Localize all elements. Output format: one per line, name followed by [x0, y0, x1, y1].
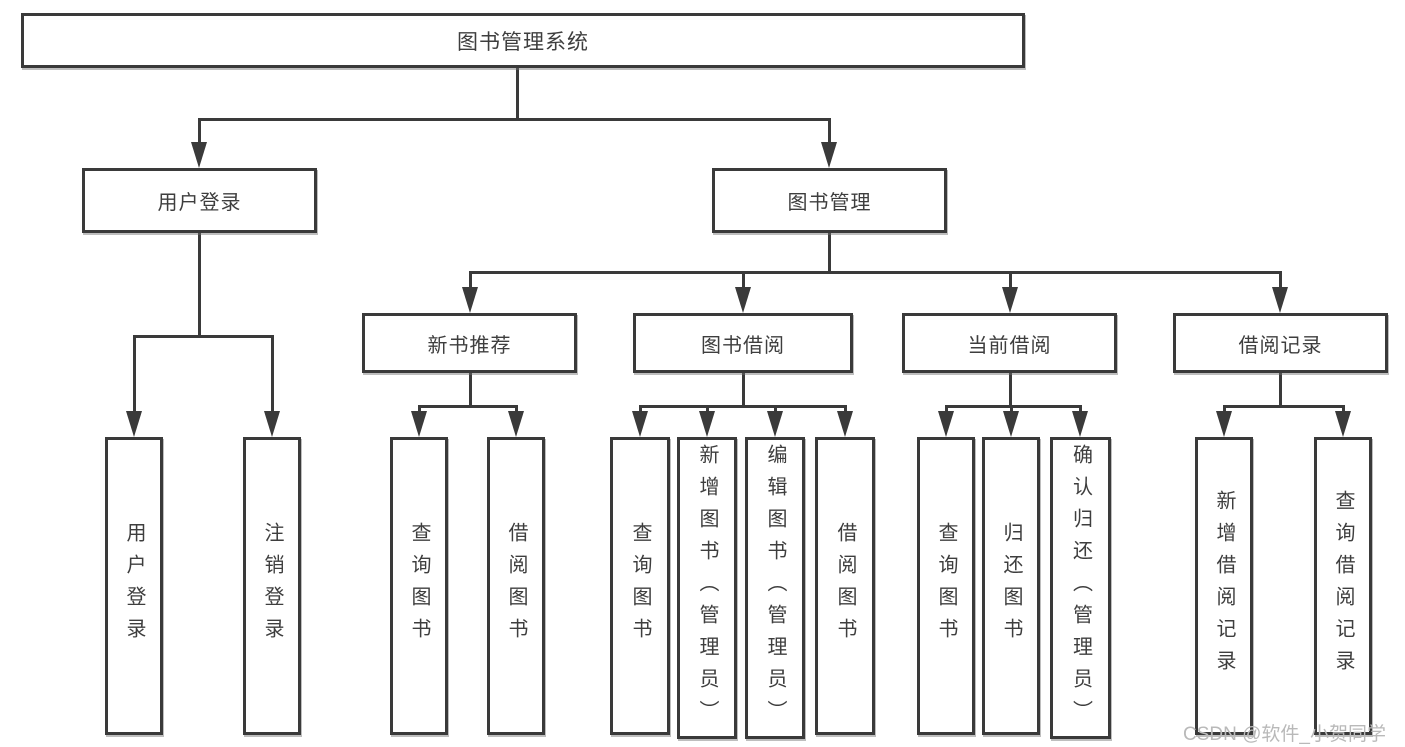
leaf-borrow-books: 借阅图书 [487, 437, 545, 735]
connector-arrow [1072, 411, 1088, 437]
node-borrowing-records: 借阅记录 [1173, 313, 1388, 373]
connector-line [469, 373, 472, 408]
node-book-management-group: 图书管理 [712, 168, 947, 233]
node-label: 注销登录 [261, 522, 283, 650]
connector-arrow [938, 411, 954, 437]
node-label: 图书借阅 [701, 334, 785, 357]
leaf-edit-books-admin: 编辑图书（管理员） [745, 437, 805, 739]
connector-line [198, 233, 201, 338]
connector-line [1342, 405, 1345, 415]
connector-arrow [126, 411, 142, 437]
node-label: 新增借阅记录 [1213, 490, 1235, 682]
connector-line [515, 405, 518, 415]
node-label: 查询图书 [408, 522, 430, 650]
connector-line [1009, 373, 1012, 408]
node-current-borrowing: 当前借阅 [902, 313, 1117, 373]
leaf-query-books: 查询图书 [610, 437, 670, 735]
connector-arrow [264, 411, 280, 437]
leaf-add-borrow-record: 新增借阅记录 [1195, 437, 1253, 735]
node-label: 查询借阅记录 [1332, 490, 1354, 682]
node-label: 图书管理 [787, 192, 872, 214]
node-label: 图书管理系统 [457, 30, 589, 54]
connector-arrow [191, 142, 207, 168]
connector-line [516, 67, 519, 119]
leaf-query-borrow-record: 查询借阅记录 [1314, 437, 1372, 735]
connector-line [1079, 405, 1082, 415]
node-label: 用户登录 [157, 192, 242, 214]
connector-line [418, 405, 421, 415]
connector-line [844, 405, 847, 415]
connector-line [639, 405, 847, 408]
csdn-watermark: CSDN @软件_小贺同学 [1183, 724, 1386, 745]
connector-line [945, 405, 948, 415]
node-label: 查询图书 [935, 522, 957, 650]
node-label: 借阅图书 [505, 522, 527, 650]
connector-line [1009, 271, 1012, 289]
connector-arrow [508, 411, 524, 437]
connector-arrow [767, 411, 783, 437]
leaf-logout: 注销登录 [243, 437, 301, 735]
node-label: 用户登录 [123, 522, 145, 650]
connector-line [828, 118, 831, 146]
node-user-login-group: 用户登录 [82, 168, 317, 233]
node-book-borrowing: 图书借阅 [633, 313, 853, 373]
leaf-add-books-admin: 新增图书（管理员） [677, 437, 737, 739]
connector-arrow [1002, 287, 1018, 313]
connector-line [271, 335, 274, 413]
connector-line [133, 335, 274, 338]
connector-arrow [837, 411, 853, 437]
connector-line [742, 271, 745, 289]
connector-arrow [735, 287, 751, 313]
connector-line [742, 373, 745, 408]
connector-line [133, 335, 136, 413]
connector-line [198, 118, 201, 146]
connector-line [1279, 271, 1282, 289]
connector-line [706, 405, 709, 415]
connector-arrow [1272, 287, 1288, 313]
connector-line [1223, 405, 1226, 415]
connector-line [418, 405, 518, 408]
connector-line [469, 271, 472, 289]
connector-line [198, 118, 830, 121]
connector-arrow [699, 411, 715, 437]
node-book-management-system: 图书管理系统 [21, 13, 1025, 68]
leaf-return-books: 归还图书 [982, 437, 1040, 735]
connector-line [639, 405, 642, 415]
leaf-query-books: 查询图书 [390, 437, 448, 735]
leaf-user-login: 用户登录 [105, 437, 163, 735]
node-label: 新增图书（管理员） [696, 444, 718, 732]
node-label: 借阅记录 [1238, 334, 1323, 357]
connector-arrow [821, 142, 837, 168]
connector-line [774, 405, 777, 415]
connector-arrow [411, 411, 427, 437]
node-label: 借阅图书 [834, 522, 856, 650]
node-label: 查询图书 [629, 522, 651, 650]
node-new-book-recommend: 新书推荐 [362, 313, 577, 373]
node-label: 确认归还（管理员） [1069, 444, 1092, 732]
leaf-query-books: 查询图书 [917, 437, 975, 735]
connector-arrow [1216, 411, 1232, 437]
leaf-confirm-return-admin: 确认归还（管理员） [1050, 437, 1111, 739]
connector-line [469, 271, 1281, 274]
node-label: 归还图书 [1000, 522, 1022, 650]
connector-arrow [632, 411, 648, 437]
connector-line [1223, 405, 1345, 408]
connector-arrow [1003, 411, 1019, 437]
connector-line [1279, 373, 1282, 408]
node-label: 当前借阅 [967, 334, 1052, 357]
node-label: 编辑图书（管理员） [764, 444, 786, 732]
connector-line [1010, 405, 1013, 415]
connector-line [945, 405, 1082, 408]
connector-arrow [1335, 411, 1351, 437]
connector-line [828, 233, 831, 274]
leaf-borrow-books: 借阅图书 [815, 437, 875, 735]
connector-arrow [462, 287, 478, 313]
node-label: 新书推荐 [427, 334, 512, 357]
